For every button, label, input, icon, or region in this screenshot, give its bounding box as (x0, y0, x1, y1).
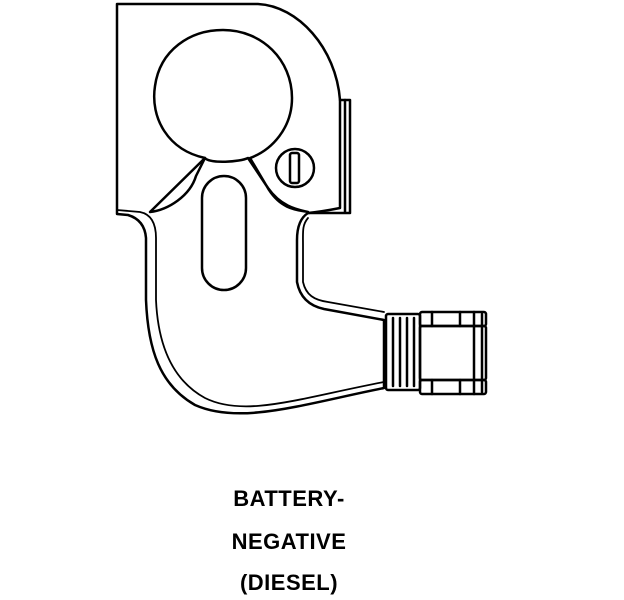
caption-line-3: (DIESEL) (239, 570, 339, 595)
cable-upper-contour (302, 217, 385, 313)
screw-icon (274, 147, 316, 189)
caption-line-1: BATTERY- (233, 486, 345, 511)
terminal-plate-edge (306, 98, 352, 215)
connector-band-bottom (418, 378, 488, 396)
connector-sleeve (418, 324, 488, 382)
caption-line-2: NEGATIVE (231, 529, 347, 554)
screw-slot (288, 151, 301, 185)
cable-inner-contour (116, 209, 385, 408)
slot-opening (200, 174, 248, 292)
connector-band-top (418, 310, 488, 328)
post-hole (148, 28, 310, 214)
